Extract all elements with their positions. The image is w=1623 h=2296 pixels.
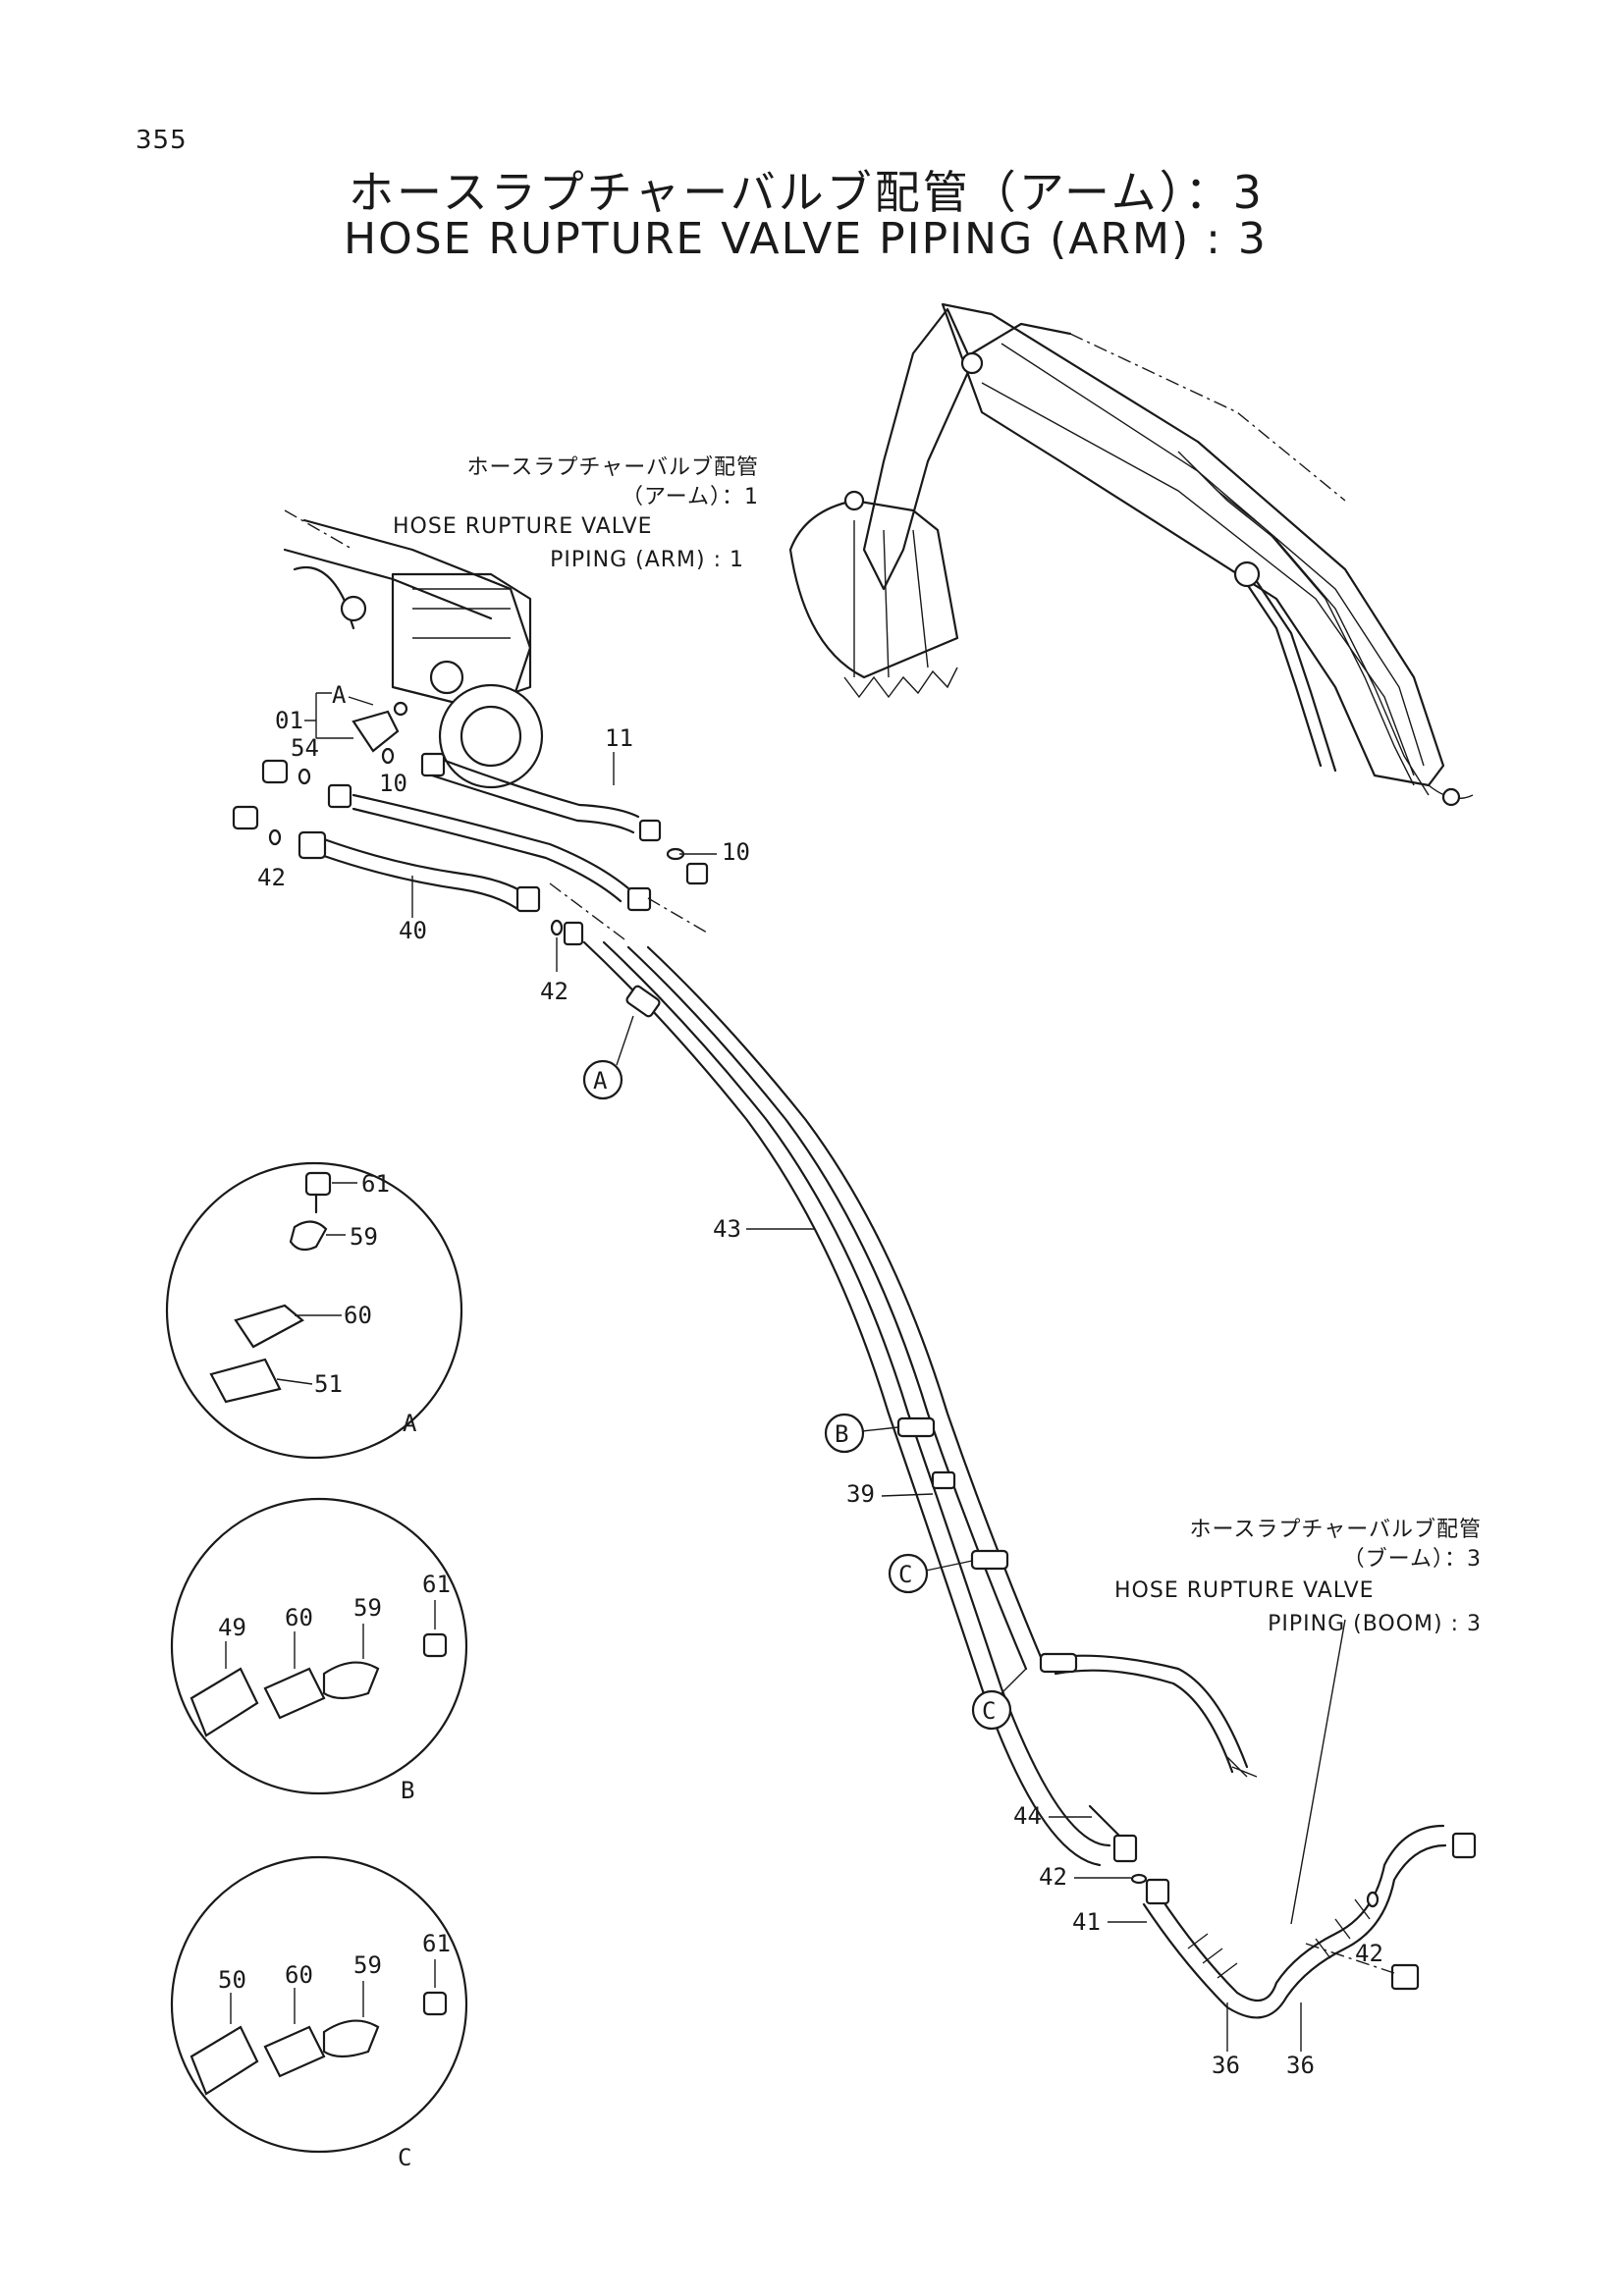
detail-a-label: A	[403, 1410, 417, 1437]
detail-view-b: 49 60 59 61 B	[170, 1497, 468, 1804]
detail-b-part-4: 61	[422, 1571, 451, 1598]
note-arm-jp-line1: ホースラプチャーバルブ配管	[466, 455, 759, 480]
marker-a: A	[593, 1067, 608, 1095]
hose-rupture-valve-block-illustration	[283, 509, 544, 789]
detail-a-part-1: 61	[361, 1170, 390, 1198]
note-arm-piping-1-en: HOSE RUPTURE VALVE	[393, 512, 653, 542]
callout-10-right: 10	[722, 838, 750, 866]
note-boom-en-line1: HOSE RUPTURE VALVE	[1114, 1578, 1375, 1603]
callout-42-lower: 42	[1039, 1863, 1067, 1891]
callout-54: 54	[291, 734, 319, 762]
arm-pipe-assembly	[582, 940, 1477, 2019]
note-boom-jp-line1: ホースラプチャーバルブ配管	[1189, 1518, 1482, 1542]
detail-view-a: 61 59 60 51 A	[165, 1161, 463, 1460]
page-number: 355	[135, 126, 188, 155]
note-boom-en-line2: PIPING (BOOM) : 3	[1268, 1612, 1482, 1636]
note-arm-jp-line2: （アーム）：1	[621, 485, 759, 509]
detail-c-label: C	[398, 2144, 411, 2171]
excavator-overview-illustration	[788, 302, 1474, 807]
callout-11: 11	[605, 724, 633, 752]
detail-c-part-3: 59	[353, 1951, 382, 1979]
detail-view-c: 50 60 59 61 C	[170, 1855, 468, 2171]
callout-44: 44	[1013, 1802, 1042, 1830]
note-boom-piping-3-en2: PIPING (BOOM) : 3	[1268, 1610, 1482, 1639]
callout-42-right: 42	[1355, 1940, 1383, 1967]
detail-c-part-2: 60	[285, 1961, 313, 1989]
callout-41: 41	[1072, 1908, 1101, 1936]
callout-40: 40	[399, 917, 427, 944]
callout-36-left: 36	[1212, 2052, 1240, 2079]
callout-39: 39	[846, 1480, 875, 1508]
note-arm-en-line1: HOSE RUPTURE VALVE	[393, 514, 653, 539]
callout-labels: 01 A 54 10 11 10 42 40 42 43 39 44 42 41…	[257, 681, 1383, 2079]
detail-a-part-4: 51	[314, 1370, 343, 1398]
detail-a-part-2: 59	[350, 1223, 378, 1251]
callout-42-left: 42	[257, 864, 286, 891]
callout-10-upper: 10	[379, 770, 407, 797]
callout-36-right: 36	[1286, 2052, 1315, 2079]
detail-b-part-3: 59	[353, 1594, 382, 1622]
page-title-english: HOSE RUPTURE VALVE PIPING (ARM) : 3	[344, 214, 1268, 264]
detail-markers: A B C C	[582, 1015, 1027, 1731]
callout-01: 01	[275, 707, 303, 734]
note-arm-en-line2: PIPING (ARM) : 1	[550, 548, 744, 572]
detail-c-part-1: 50	[218, 1966, 246, 1994]
note-arm-piping-1-en2: PIPING (ARM) : 1	[550, 546, 744, 575]
marker-b: B	[835, 1420, 848, 1448]
detail-a-part-3: 60	[344, 1302, 372, 1329]
detail-b-label: B	[401, 1777, 414, 1804]
note-boom-piping-3: ホースラプチャーバルブ配管 （ブーム）：3	[1190, 1516, 1482, 1575]
callout-a-port: A	[332, 681, 347, 709]
note-arm-piping-1: ホースラプチャーバルブ配管 （アーム）：1	[467, 454, 759, 512]
note-boom-piping-3-en: HOSE RUPTURE VALVE	[1114, 1576, 1375, 1606]
detail-b-part-1: 49	[218, 1614, 246, 1641]
marker-c-upper: C	[898, 1561, 912, 1588]
detail-b-part-2: 60	[285, 1604, 313, 1631]
note-boom-jp-line2: （ブーム）：3	[1342, 1547, 1482, 1572]
callout-42-mid: 42	[540, 978, 568, 1005]
page-title-japanese: ホースラプチャーバルブ配管（アーム）：3	[349, 166, 1265, 219]
marker-c-lower: C	[982, 1697, 996, 1725]
detail-c-part-4: 61	[422, 1930, 451, 1957]
fittings-and-hoses-upper	[232, 701, 709, 946]
callout-43: 43	[713, 1215, 741, 1243]
